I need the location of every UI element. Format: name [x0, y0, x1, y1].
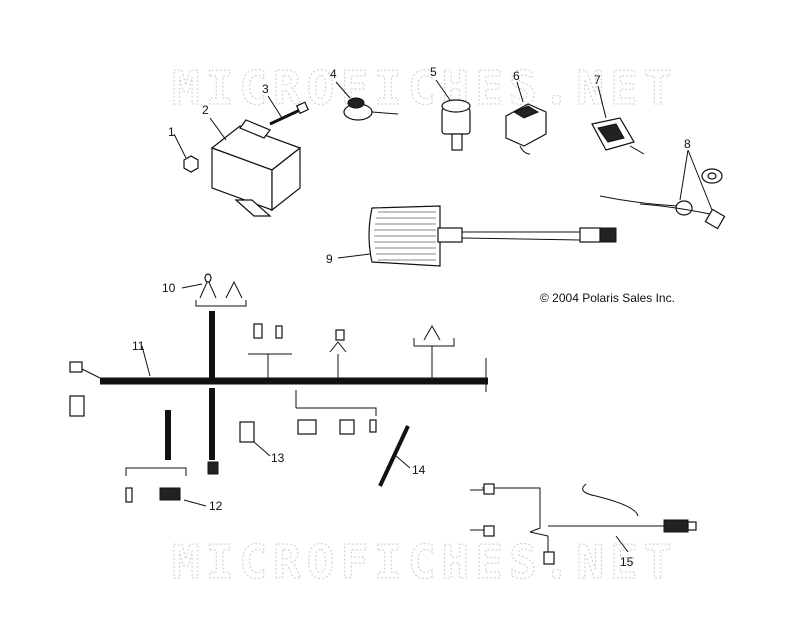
part-13-clip[interactable] [239, 421, 271, 457]
callout-8: 8 [684, 137, 691, 151]
callout-3: 3 [262, 82, 269, 96]
part-5-switch[interactable] [435, 79, 471, 151]
part-6-switch[interactable] [505, 81, 547, 155]
part-12-connector[interactable] [183, 499, 207, 507]
copyright-text: © 2004 Polaris Sales Inc. [540, 291, 675, 305]
callout-2: 2 [202, 103, 209, 117]
part-4-switch[interactable] [335, 81, 399, 121]
callout-15: 15 [620, 555, 634, 569]
callout-1: 1 [168, 125, 175, 139]
part-2-module[interactable] [209, 117, 302, 217]
part-11-main-harness[interactable] [69, 311, 488, 503]
callout-9: 9 [326, 252, 333, 266]
watermark-bottom: MICROFICHES.NET [172, 535, 677, 589]
part-10-terminal[interactable] [181, 273, 247, 307]
part-7-relay[interactable] [591, 85, 645, 155]
callout-14: 14 [412, 463, 426, 477]
part-8-sensors[interactable] [599, 149, 726, 230]
part-15-sub-harness[interactable] [470, 483, 697, 565]
callout-7: 7 [594, 73, 601, 87]
part-3-bolt[interactable] [267, 95, 310, 126]
callout-11: 11 [132, 339, 145, 353]
callout-6: 6 [513, 69, 520, 83]
part-1-nut[interactable] [173, 133, 199, 173]
callout-12: 12 [209, 499, 223, 513]
watermark-top: MICROFICHES.NET [172, 61, 677, 115]
part-9-heater[interactable] [337, 205, 617, 267]
callout-4: 4 [330, 67, 337, 81]
callout-10: 10 [162, 281, 176, 295]
part-14-cable-tie[interactable] [378, 425, 411, 487]
callout-13: 13 [271, 451, 285, 465]
callout-5: 5 [430, 65, 437, 79]
